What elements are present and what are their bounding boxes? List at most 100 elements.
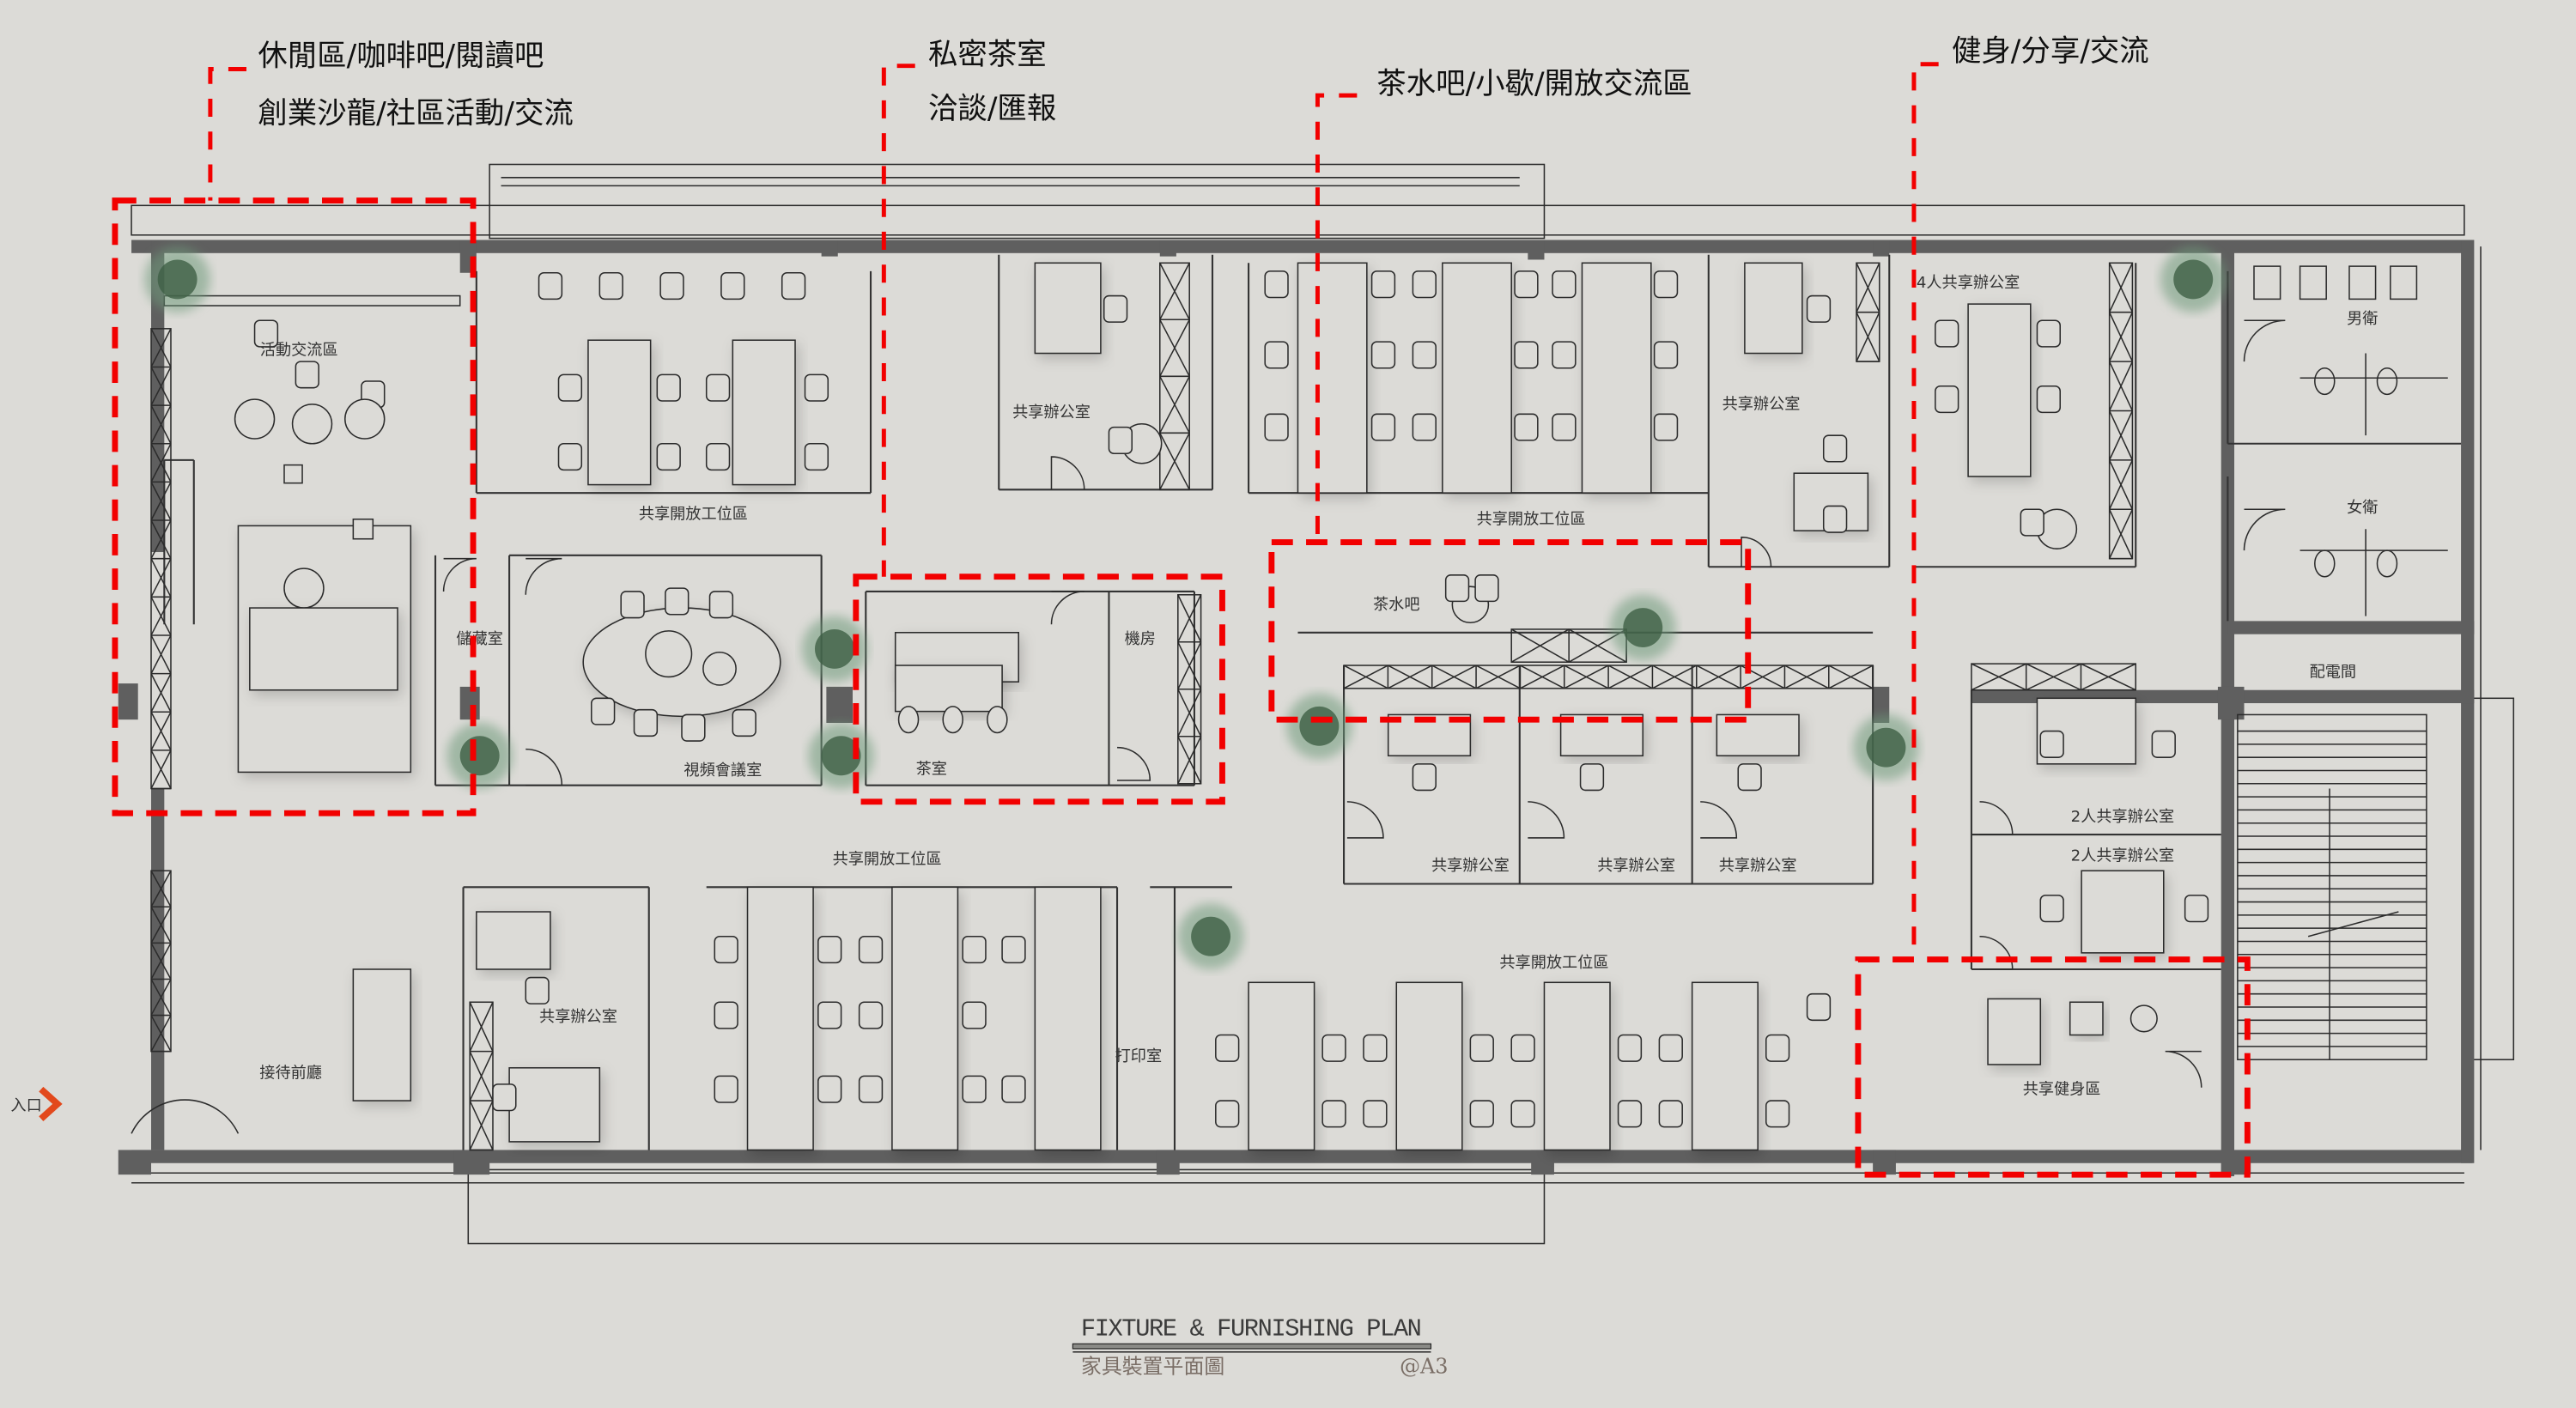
chair bbox=[1321, 1100, 1346, 1128]
desk bbox=[1581, 262, 1652, 494]
wall-segment bbox=[453, 1150, 490, 1175]
chair bbox=[1108, 426, 1133, 454]
stool bbox=[942, 706, 963, 734]
wall-segment bbox=[118, 1150, 152, 1175]
plant-icon bbox=[808, 723, 874, 789]
toilet bbox=[2376, 549, 2398, 578]
chair bbox=[1653, 413, 1679, 441]
staircase bbox=[2237, 713, 2427, 1060]
sink bbox=[2299, 265, 2327, 300]
title-block: FIXTURE & FURNISHING PLAN 家具裝置平面圖 @A3 bbox=[1072, 1315, 1448, 1379]
wall-segment bbox=[1159, 240, 1176, 257]
entrance-door-swing bbox=[131, 1099, 240, 1134]
chair bbox=[1215, 1034, 1240, 1062]
wall-segment bbox=[131, 240, 2473, 253]
chair bbox=[1264, 413, 1289, 441]
wall-segment bbox=[151, 788, 165, 1150]
desk bbox=[508, 1067, 601, 1143]
highlight-zone-gym bbox=[1855, 956, 2251, 1178]
chair bbox=[804, 442, 829, 471]
door-swing bbox=[442, 557, 477, 592]
room-label: 男衛 bbox=[2347, 310, 2378, 328]
desk bbox=[1395, 981, 1463, 1151]
room-label: 共享開放工位區 bbox=[1499, 954, 1608, 972]
shelving-unit bbox=[150, 870, 172, 1053]
chair bbox=[781, 272, 806, 300]
desk bbox=[352, 968, 412, 1102]
bar-counter bbox=[163, 294, 461, 306]
shelving-unit bbox=[1343, 665, 1874, 689]
chair bbox=[1514, 270, 1539, 299]
chair bbox=[295, 361, 319, 389]
wall-segment bbox=[1873, 240, 1890, 257]
wall-segment bbox=[821, 240, 838, 257]
chair bbox=[492, 1083, 517, 1112]
sink bbox=[2253, 265, 2281, 300]
chair bbox=[620, 591, 645, 619]
chair bbox=[1579, 763, 1605, 792]
door-swing bbox=[2243, 319, 2286, 362]
drawing-scale: @A3 bbox=[1400, 1355, 1448, 1379]
chair bbox=[633, 708, 659, 737]
desk bbox=[1967, 303, 2032, 477]
callout-line: 洽談/匯報 bbox=[928, 92, 1056, 126]
chair bbox=[1514, 413, 1539, 441]
chair bbox=[1469, 1034, 1494, 1062]
chair bbox=[2039, 730, 2064, 758]
display-screen bbox=[702, 651, 737, 686]
desk bbox=[1987, 998, 2042, 1065]
door-swing bbox=[1979, 935, 2014, 970]
desk bbox=[1744, 262, 1803, 355]
shelving-unit bbox=[1159, 262, 1190, 491]
chair bbox=[1822, 434, 1848, 463]
coffee-table bbox=[283, 567, 325, 609]
chair bbox=[1412, 270, 1437, 299]
plant-icon bbox=[1853, 714, 1919, 780]
chair bbox=[1617, 1034, 1643, 1062]
stall-divider bbox=[2300, 353, 2448, 616]
chair bbox=[1617, 1100, 1643, 1128]
desk bbox=[2081, 870, 2165, 954]
chair bbox=[1370, 270, 1396, 299]
room-label: 共享開放工位區 bbox=[1477, 510, 1586, 528]
callout-line: 創業沙龍/社區活動/交流 bbox=[258, 97, 573, 131]
plant-icon bbox=[1177, 903, 1244, 969]
chair bbox=[1215, 1100, 1240, 1128]
desk bbox=[1691, 981, 1759, 1151]
door-swing bbox=[1528, 801, 1565, 839]
shelving-unit bbox=[1971, 663, 2137, 691]
chair bbox=[962, 1001, 987, 1029]
room-label: 共享健身區 bbox=[2023, 1080, 2101, 1098]
room-label: 活動交流區 bbox=[260, 341, 338, 359]
chair bbox=[2020, 508, 2044, 537]
shelving-unit bbox=[1177, 594, 1202, 785]
highlight-zone-pantry bbox=[1268, 539, 1752, 723]
callout-line: 茶水吧/小歇/開放交流區 bbox=[1376, 67, 1692, 101]
callout-tea-room: 私密茶室 洽談/匯報 bbox=[853, 38, 1225, 805]
wall-segment bbox=[1531, 1150, 1554, 1175]
chair bbox=[858, 1075, 884, 1103]
chair bbox=[1765, 1100, 1790, 1128]
shelving-unit bbox=[1510, 628, 1627, 663]
room-label: 共享辦公室 bbox=[1012, 404, 1091, 422]
room-label: 共享辦公室 bbox=[539, 1008, 617, 1026]
chair bbox=[1552, 270, 1577, 299]
chair bbox=[1822, 505, 1848, 533]
chair bbox=[656, 373, 681, 402]
chair bbox=[1321, 1034, 1346, 1062]
room-label: 共享辦公室 bbox=[1722, 396, 1801, 414]
chair bbox=[962, 1075, 987, 1103]
door-swing bbox=[1050, 591, 1084, 625]
desk bbox=[1034, 886, 1102, 1151]
room-label: 視頻會議室 bbox=[683, 762, 762, 780]
chair bbox=[1935, 385, 1959, 414]
plant-icon bbox=[1286, 693, 1352, 760]
sink bbox=[2348, 265, 2377, 300]
chair bbox=[1935, 319, 1959, 348]
plant-icon bbox=[1610, 594, 1676, 661]
chair bbox=[714, 1075, 738, 1103]
door-swing bbox=[2243, 508, 2286, 551]
chair bbox=[2039, 895, 2064, 923]
desk bbox=[1248, 981, 1315, 1151]
